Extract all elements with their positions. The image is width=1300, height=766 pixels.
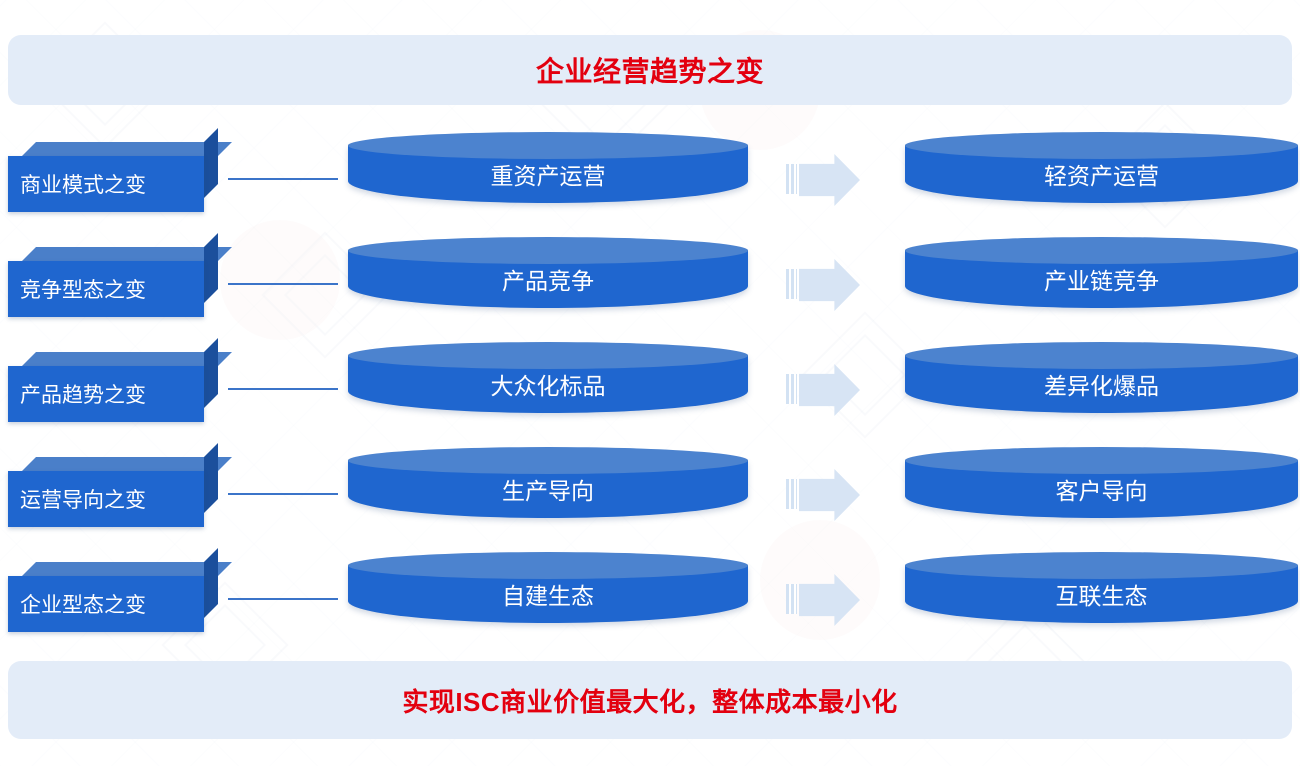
to-state-cylinder[interactable]: 轻资产运营 — [905, 132, 1298, 210]
cylinder-top-ellipse — [348, 552, 748, 579]
category-box[interactable]: 竞争型态之变 — [8, 233, 232, 317]
cube-side-face — [204, 443, 218, 513]
cube-side-face — [204, 128, 218, 198]
to-state-cylinder[interactable]: 互联生态 — [905, 552, 1298, 630]
from-state-label: 生产导向 — [502, 478, 594, 504]
category-label: 运营导向之变 — [20, 489, 146, 512]
arrow-stripes — [786, 374, 797, 404]
diagram-row: 运营导向之变 生产导向 客户导向 — [0, 443, 1300, 548]
cube-side-face — [204, 548, 218, 618]
cylinder-top-ellipse — [348, 237, 748, 264]
cylinder-top-ellipse — [905, 342, 1298, 369]
cube-front-face: 竞争型态之变 — [8, 261, 204, 317]
cube-top-face — [22, 352, 232, 366]
right-arrow-icon — [786, 469, 860, 521]
connector-line — [228, 388, 338, 390]
cube-front-face: 运营导向之变 — [8, 471, 204, 527]
category-label: 企业型态之变 — [20, 594, 146, 617]
category-label: 竞争型态之变 — [20, 279, 146, 302]
from-state-cylinder[interactable]: 生产导向 — [348, 447, 748, 525]
to-state-cylinder[interactable]: 客户导向 — [905, 447, 1298, 525]
right-arrow-icon — [786, 574, 860, 626]
cylinder-top-ellipse — [905, 552, 1298, 579]
cylinder-top-ellipse — [348, 342, 748, 369]
top-title-banner: 企业经营趋势之变 — [8, 35, 1292, 105]
cube-front-face: 商业模式之变 — [8, 156, 204, 212]
category-label: 产品趋势之变 — [20, 384, 146, 407]
to-state-label: 轻资产运营 — [1044, 163, 1159, 189]
arrow-head — [799, 469, 860, 521]
category-box[interactable]: 运营导向之变 — [8, 443, 232, 527]
conclusion-text: 实现ISC商业价值最大化，整体成本最小化 — [402, 686, 898, 717]
from-state-cylinder[interactable]: 重资产运营 — [348, 132, 748, 210]
diagram-row: 商业模式之变 重资产运营 轻资产运营 — [0, 128, 1300, 233]
diagram-row: 企业型态之变 自建生态 互联生态 — [0, 548, 1300, 653]
arrow-stripes — [786, 479, 797, 509]
right-arrow-icon — [786, 364, 860, 416]
from-state-label: 重资产运营 — [490, 163, 606, 189]
from-state-label: 自建生态 — [502, 583, 594, 609]
cube-front-face: 企业型态之变 — [8, 576, 204, 632]
connector-line — [228, 598, 338, 600]
cube-top-face — [22, 562, 232, 576]
arrow-head — [799, 364, 860, 416]
cube-top-face — [22, 247, 232, 261]
cylinder-top-ellipse — [905, 237, 1298, 264]
arrow-head — [799, 259, 860, 311]
cube-side-face — [204, 338, 218, 408]
from-state-label: 产品竞争 — [502, 268, 594, 294]
arrow-head — [799, 154, 860, 206]
right-arrow-icon — [786, 154, 860, 206]
to-state-cylinder[interactable]: 产业链竞争 — [905, 237, 1298, 315]
to-state-label: 差异化爆品 — [1044, 373, 1159, 399]
diagram-row: 竞争型态之变 产品竞争 产业链竞争 — [0, 233, 1300, 338]
cube-front-face: 产品趋势之变 — [8, 366, 204, 422]
page-title: 企业经营趋势之变 — [535, 56, 764, 87]
category-box[interactable]: 企业型态之变 — [8, 548, 232, 632]
from-state-cylinder[interactable]: 自建生态 — [348, 552, 748, 630]
cube-top-face — [22, 142, 232, 156]
connector-line — [228, 283, 338, 285]
right-arrow-icon — [786, 259, 860, 311]
to-state-label: 互联生态 — [1055, 583, 1148, 609]
to-state-cylinder[interactable]: 差异化爆品 — [905, 342, 1298, 420]
category-box[interactable]: 产品趋势之变 — [8, 338, 232, 422]
diagram-row: 产品趋势之变 大众化标品 差异化爆品 — [0, 338, 1300, 443]
cylinder-top-ellipse — [348, 447, 748, 474]
connector-line — [228, 178, 338, 180]
cylinder-top-ellipse — [905, 132, 1298, 159]
arrow-stripes — [786, 584, 797, 614]
from-state-cylinder[interactable]: 产品竞争 — [348, 237, 748, 315]
arrow-stripes — [786, 269, 797, 299]
cylinder-top-ellipse — [348, 132, 748, 159]
cube-side-face — [204, 233, 218, 303]
to-state-label: 产业链竞争 — [1044, 268, 1159, 294]
connector-line — [228, 493, 338, 495]
from-state-label: 大众化标品 — [490, 373, 606, 399]
cube-top-face — [22, 457, 232, 471]
from-state-cylinder[interactable]: 大众化标品 — [348, 342, 748, 420]
category-label: 商业模式之变 — [20, 174, 146, 197]
category-box[interactable]: 商业模式之变 — [8, 128, 232, 212]
arrow-head — [799, 574, 860, 626]
to-state-label: 客户导向 — [1055, 478, 1148, 504]
arrow-stripes — [786, 164, 797, 194]
bottom-conclusion-banner: 实现ISC商业价值最大化，整体成本最小化 — [8, 661, 1292, 739]
cylinder-top-ellipse — [905, 447, 1298, 474]
